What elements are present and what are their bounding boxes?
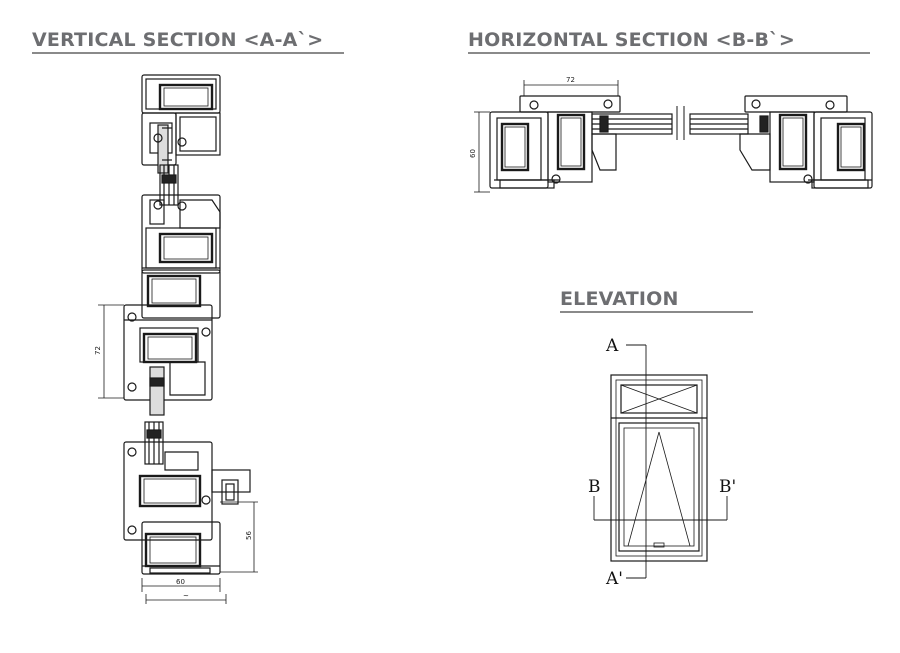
elevation-section-line-a: [626, 344, 647, 579]
vertical-dim-56-label: 56: [245, 531, 253, 540]
elevation-title-underline: [560, 311, 753, 313]
elevation-section-line-b: [593, 496, 728, 521]
vertical-dim-72-label: 72: [94, 346, 102, 355]
horizontal-left-profile: [489, 95, 673, 189]
elevation-title: ELEVATION: [560, 288, 679, 310]
vertical-section-drawing: [98, 74, 258, 604]
elevation-label-a: A: [605, 336, 619, 356]
horizontal-right-profile: [689, 95, 873, 189]
horizontal-dim-72-label: 72: [566, 76, 575, 84]
elevation-label-a-prime: A': [605, 569, 623, 589]
horizontal-title-underline: [468, 52, 870, 54]
vertical-lower-glazing: [144, 421, 164, 465]
vertical-transom-profile: [141, 194, 221, 274]
horizontal-break-marks: [676, 106, 685, 140]
vertical-bottom-profile: [123, 441, 251, 575]
vertical-upper-glazing: [159, 164, 179, 206]
vertical-section-title: VERTICAL SECTION <A-A`>: [32, 29, 324, 51]
horizontal-section-title: HORIZONTAL SECTION <B-B`>: [468, 29, 795, 51]
elevation-drawing: [593, 344, 728, 579]
horizontal-dimension-lines: [474, 80, 619, 193]
elevation-label-b-prime: B': [719, 477, 736, 497]
vertical-top-frame-profile: [141, 74, 221, 174]
elevation-outer-frame: [610, 374, 708, 562]
vertical-title-underline: [32, 52, 344, 54]
vertical-dimension-lines: [98, 304, 258, 604]
elevation-label-b: B: [588, 477, 601, 497]
elevation-sash: [618, 422, 700, 552]
horizontal-section-drawing: [474, 80, 873, 193]
vertical-dim-bottom-label: ~: [183, 592, 189, 600]
elevation-transom-light: [620, 384, 698, 414]
vertical-dim-60-label: 60: [176, 578, 185, 586]
vertical-sash-profile: [123, 269, 221, 416]
horizontal-dim-60-label: 60: [469, 149, 477, 158]
